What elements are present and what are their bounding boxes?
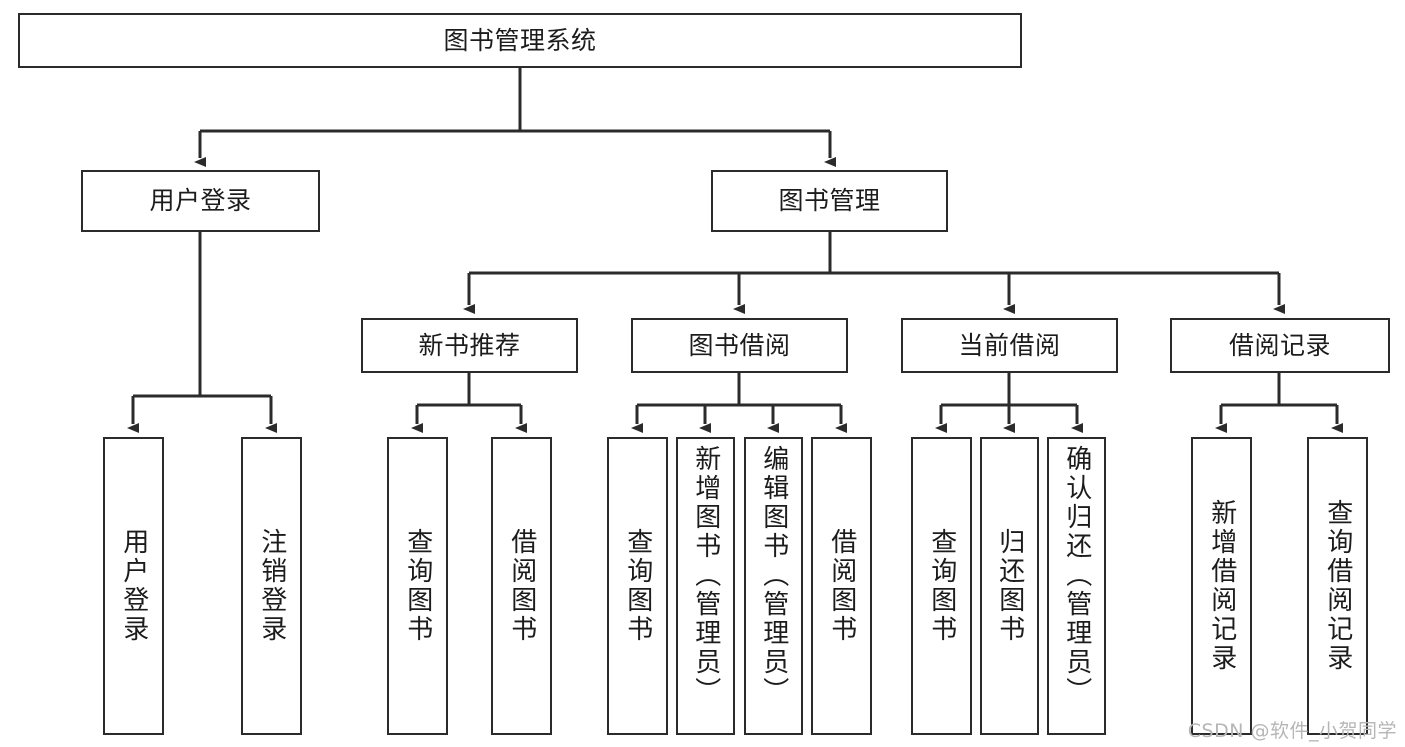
- leaf-user-login[interactable]: 用户登录: [103, 437, 164, 735]
- node-label: 图书管理系统: [443, 25, 597, 55]
- node-book-management[interactable]: 图书管理: [711, 170, 948, 232]
- node-label: 查询借阅记录: [1322, 499, 1353, 673]
- node-new-book-recommend[interactable]: 新书推荐: [361, 318, 578, 373]
- node-label: 图书借阅: [688, 330, 791, 360]
- node-label: 借阅图书: [506, 528, 537, 644]
- node-user-login[interactable]: 用户登录: [81, 170, 320, 232]
- node-label: 新增图书（管理员）: [690, 445, 721, 706]
- leaf-query-book-recommend[interactable]: 查询图书: [387, 437, 448, 735]
- node-borrow-record[interactable]: 借阅记录: [1170, 318, 1390, 373]
- leaf-user-logout[interactable]: 注销登录: [241, 437, 302, 735]
- leaf-edit-book-admin[interactable]: 编辑图书（管理员）: [744, 437, 803, 735]
- node-label: 注销登录: [256, 528, 287, 644]
- watermark: CSDN @软件_小贺同学: [1187, 720, 1397, 742]
- node-root-system[interactable]: 图书管理系统: [18, 13, 1022, 68]
- node-label: 确认归还（管理员）: [1061, 445, 1092, 706]
- node-label: 用户登录: [149, 186, 252, 215]
- node-current-borrow[interactable]: 当前借阅: [901, 318, 1118, 373]
- node-label: 查询图书: [926, 528, 957, 644]
- leaf-query-borrow-record[interactable]: 查询借阅记录: [1307, 437, 1368, 735]
- node-label: 借阅图书: [826, 528, 857, 644]
- leaf-add-book-admin[interactable]: 新增图书（管理员）: [676, 437, 735, 735]
- node-label: 查询图书: [622, 528, 653, 644]
- leaf-confirm-return-admin[interactable]: 确认归还（管理员）: [1047, 437, 1106, 735]
- node-label: 用户登录: [118, 528, 149, 644]
- leaf-add-borrow-record[interactable]: 新增借阅记录: [1191, 437, 1252, 735]
- node-label: 图书管理: [778, 186, 881, 215]
- node-label: 查询图书: [402, 528, 433, 644]
- node-label: 编辑图书（管理员）: [758, 445, 789, 706]
- node-label: 当前借阅: [958, 330, 1061, 360]
- node-label: 归还图书: [994, 528, 1025, 644]
- leaf-borrow-book-recommend[interactable]: 借阅图书: [491, 437, 552, 735]
- node-label: 新书推荐: [418, 330, 521, 360]
- node-label: 新增借阅记录: [1206, 499, 1237, 673]
- node-book-borrow[interactable]: 图书借阅: [631, 318, 848, 373]
- leaf-borrow-book[interactable]: 借阅图书: [811, 437, 872, 735]
- leaf-query-book-current[interactable]: 查询图书: [911, 437, 972, 735]
- node-label: 借阅记录: [1228, 330, 1331, 360]
- leaf-return-book[interactable]: 归还图书: [980, 437, 1039, 735]
- leaf-query-book-borrow[interactable]: 查询图书: [607, 437, 668, 735]
